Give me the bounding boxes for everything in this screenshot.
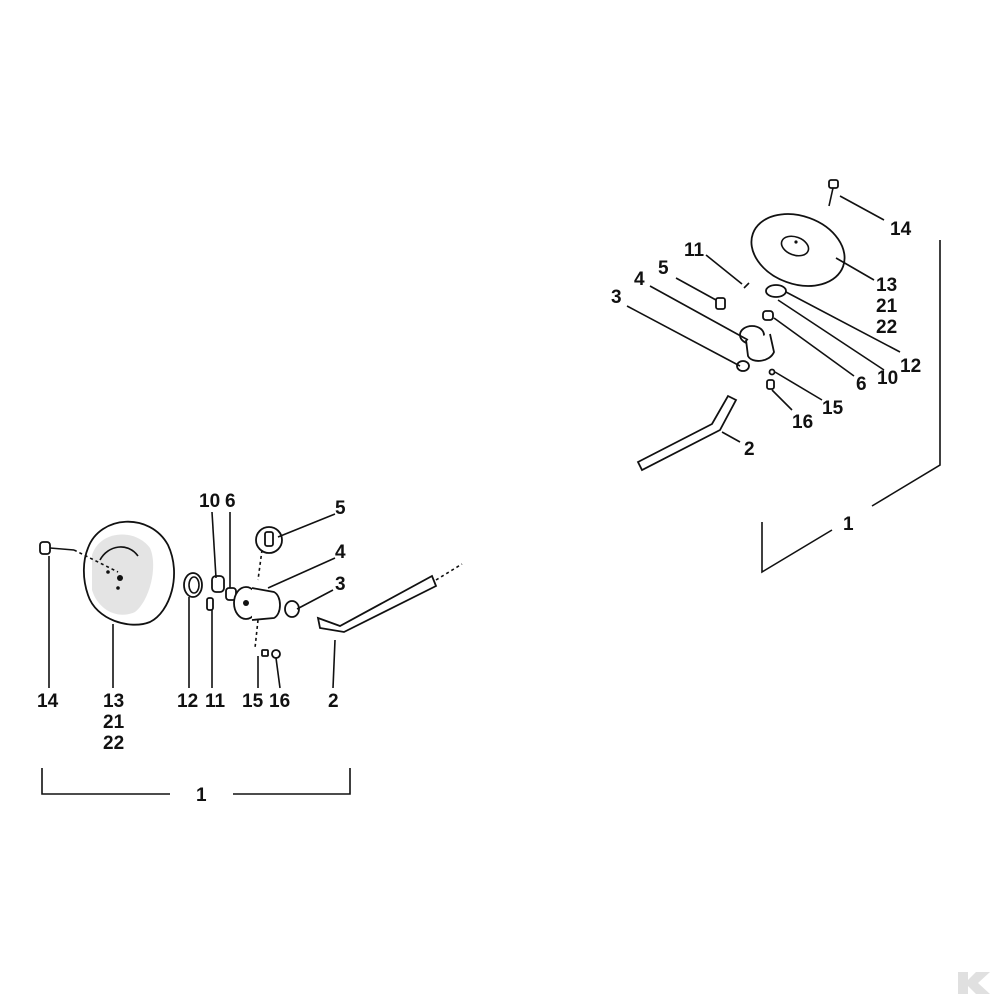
- left-small-fittings: [254, 619, 281, 659]
- left-label-4: 4: [335, 542, 346, 563]
- left-spacer-part: [211, 575, 225, 593]
- left-label-6: 6: [225, 491, 236, 512]
- left-label-12: 12: [177, 691, 198, 712]
- right-label-14: 14: [890, 219, 912, 240]
- right-label-21: 21: [876, 296, 898, 317]
- left-label-14: 14: [37, 691, 59, 712]
- right-pin-part: [743, 282, 750, 289]
- left-label-15: 15: [242, 691, 264, 712]
- right-label-3: 3: [611, 287, 622, 308]
- left-label-10: 10: [199, 491, 220, 512]
- k-logo-icon: [958, 972, 990, 994]
- right-label-1: 1: [843, 514, 854, 535]
- left-label-1: 1: [196, 785, 207, 806]
- right-fitting-15: [768, 368, 776, 376]
- right-label-5: 5: [658, 258, 669, 279]
- right-spacer-part: [762, 310, 774, 321]
- left-grease-nipple-part: [255, 526, 283, 581]
- right-shaft-part: [636, 394, 738, 472]
- right-label-6: 6: [856, 374, 867, 395]
- right-bolt-part: [828, 179, 885, 221]
- right-label-11: 11: [684, 240, 705, 261]
- left-label-3: 3: [335, 574, 346, 595]
- left-hub-part: [233, 586, 281, 621]
- left-label-2: 2: [328, 691, 339, 712]
- left-label-22: 22: [103, 733, 124, 754]
- right-hub-part: [739, 325, 775, 362]
- right-grease-nipple-part: [715, 297, 726, 310]
- right-fitting-16: [766, 379, 775, 390]
- left-disc-part: [82, 520, 175, 626]
- left-label-11: 11: [205, 691, 226, 712]
- left-bearing-part: [284, 600, 300, 618]
- right-bearing-part: [736, 360, 750, 372]
- left-assembly-view: 14 13 21 22 12 11 10 6 5 4 3 15 16 2 1: [37, 491, 463, 806]
- right-disc-part: [750, 213, 846, 287]
- right-label-10: 10: [877, 368, 898, 389]
- right-label-4: 4: [634, 269, 645, 290]
- left-shaft-part: [316, 563, 463, 633]
- right-label-22: 22: [876, 317, 897, 338]
- left-group-bracket: [41, 768, 170, 795]
- right-label-12: 12: [900, 356, 921, 377]
- left-label-21: 21: [103, 712, 125, 733]
- right-label-2: 2: [744, 439, 755, 460]
- right-ring-part: [765, 284, 787, 298]
- right-assembly-view: 14 13 21 22 12 10 6 15 16 11 5 4 3 2 1: [611, 179, 941, 574]
- right-label-16: 16: [792, 412, 813, 433]
- left-pin-part: [206, 597, 214, 611]
- right-label-13: 13: [876, 275, 897, 296]
- left-bolt-part: [39, 541, 119, 573]
- left-label-13: 13: [103, 691, 124, 712]
- left-label-16: 16: [269, 691, 290, 712]
- right-label-15: 15: [822, 398, 844, 419]
- left-label-5: 5: [335, 498, 346, 519]
- right-group-bracket: [871, 240, 941, 507]
